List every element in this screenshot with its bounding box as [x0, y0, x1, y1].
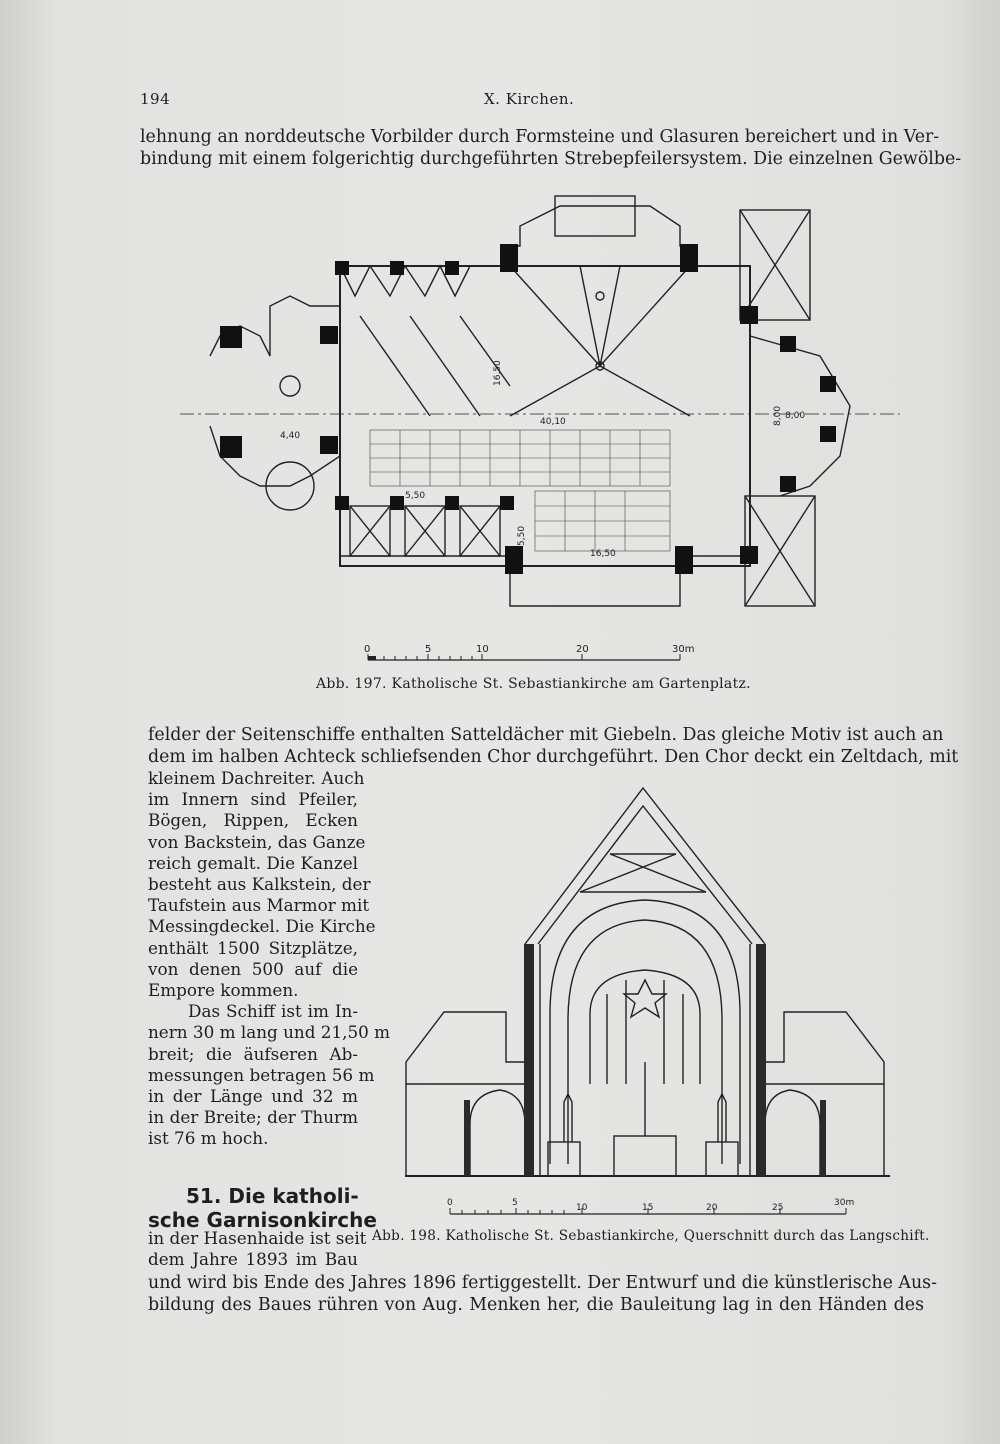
scale-label: 0	[447, 1198, 453, 1208]
dimension-label: 40,10	[540, 417, 566, 427]
text-line: felder der Seitenschiffe enthalten Satte…	[148, 725, 944, 745]
text-line: Taufstein aus Marmor mit	[148, 895, 370, 916]
text-line: enthält 1500 Sitzplätze,	[148, 937, 358, 958]
floor-plan-figure: 40,10 16,50 4,40 5,50 5,50 16,50 8,00 8,…	[180, 195, 900, 607]
heading-line: 51. Die katholi-	[186, 1184, 359, 1208]
cross-section-figure	[405, 786, 890, 1177]
scale-label: 15	[642, 1203, 653, 1213]
scale-label: 0	[364, 644, 370, 655]
text-line: messungen betragen 56 m	[148, 1064, 375, 1085]
dimension-label: 5,50	[517, 526, 527, 546]
text-line: kleinem Dachreiter. Auch	[148, 768, 365, 788]
heading-line: sche Garnisonkirche	[148, 1208, 377, 1232]
text-line: Das Schiff ist im In-	[188, 1001, 358, 1022]
text-line: breit; die äufseren Ab-	[148, 1043, 358, 1064]
text-line: Empore kommen.	[148, 980, 299, 1001]
text-line: von denen 500 auf die	[148, 958, 358, 979]
text-line: und wird bis Ende des Jahres 1896 fertig…	[148, 1273, 937, 1293]
top-paragraph: lehnung an norddeutsche Vorbilder durch …	[140, 126, 962, 170]
text-line: besteht aus Kalkstein, der	[148, 874, 371, 895]
dimension-label: 4,40	[280, 431, 300, 441]
text-line: bindung mit einem folgerichtig durchgefü…	[140, 149, 962, 169]
dimension-label: 5,50	[405, 491, 425, 501]
scale-label: 10	[476, 644, 489, 655]
scale-label: 25	[772, 1203, 783, 1213]
scale-label: 20	[706, 1203, 718, 1213]
text-line: im Innern sind Pfeiler,	[148, 789, 358, 810]
text-line: in der Breite; der Thurm	[148, 1107, 358, 1128]
dimension-label: 8,00	[773, 406, 783, 426]
scale-label: 5	[512, 1198, 518, 1208]
dimension-label: 16,50	[590, 549, 616, 559]
figure-caption: Abb. 198. Katholische St. Sebastiankirch…	[372, 1228, 930, 1244]
text-line: ist 76 m hoch.	[148, 1128, 269, 1149]
text-line: von Backstein, das Ganze	[148, 831, 366, 852]
narrow-column: kleinem Dachreiter. Auch im Innern sind …	[148, 768, 391, 1150]
section-lines: in der Hasenhaide ist seit dem Jahre 189…	[148, 1228, 367, 1270]
scale-bar: 0 5 10 15 20 25 30m	[447, 1198, 854, 1215]
page-number: 194	[140, 90, 171, 108]
text-line: nern 30 m lang und 21,50 m	[148, 1022, 391, 1043]
scale-label: 30m	[672, 644, 694, 655]
middle-paragraph: felder der Seitenschiffe enthalten Satte…	[148, 724, 959, 768]
scale-label: 30m	[834, 1198, 854, 1208]
text-line: dem im halben Achteck schliefsenden Chor…	[148, 747, 959, 767]
text-line: dem Jahre 1893 im Bau	[148, 1249, 358, 1270]
scale-bar: 0 5 10 20 30m	[364, 644, 694, 661]
text-line: Messingdeckel. Die Kirche	[148, 916, 376, 937]
text-line: Bögen, Rippen, Ecken	[148, 810, 358, 831]
figure-caption: Abb. 197. Katholische St. Sebastiankirch…	[316, 676, 751, 692]
text-line: lehnung an norddeutsche Vorbilder durch …	[140, 127, 940, 147]
running-head: X. Kirchen.	[484, 90, 575, 108]
scale-label: 5	[425, 644, 431, 655]
scale-label: 10	[576, 1203, 588, 1213]
scale-label: 20	[576, 644, 589, 655]
dimension-label: 16,50	[493, 360, 503, 386]
text-line: bildung des Baues rühren von Aug. Menken…	[148, 1295, 924, 1315]
text-line: reich gemalt. Die Kanzel	[148, 852, 358, 873]
text-line: in der Hasenhaide ist seit	[148, 1228, 367, 1248]
section-heading: 51. Die katholi- sche Garnisonkirche	[148, 1184, 377, 1232]
bottom-paragraph: und wird bis Ende des Jahres 1896 fertig…	[148, 1272, 937, 1316]
dimension-label: 8,00	[785, 411, 805, 421]
text-line: in der Länge und 32 m	[148, 1086, 358, 1107]
